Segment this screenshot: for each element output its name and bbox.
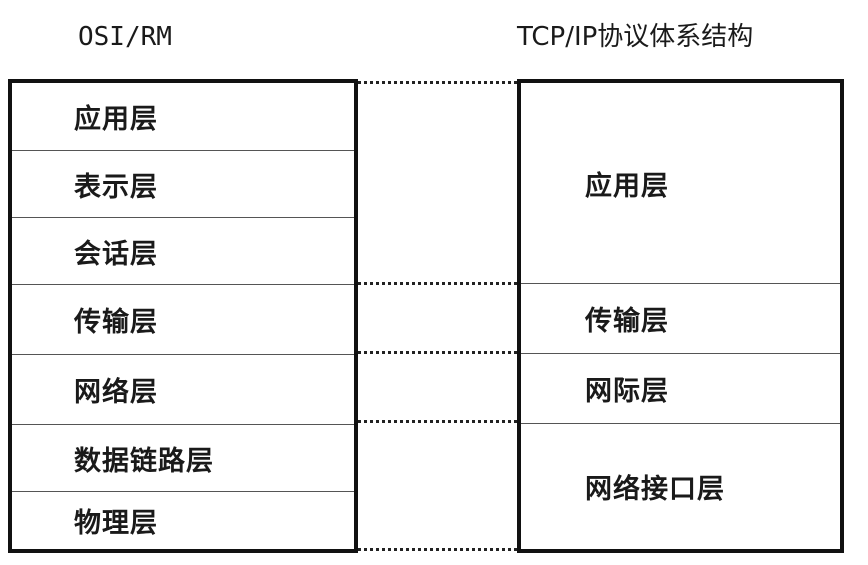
osi-layer-application: 应用层 (74, 104, 158, 135)
mapping-line-application (358, 282, 517, 285)
tcpip-layer-transport: 传输层 (521, 283, 840, 353)
tcpip-stack: 应用层 传输层 网际层 网络接口层 (517, 79, 844, 553)
mapping-line-top (358, 81, 517, 84)
osi-layer-physical: 物理层 (12, 491, 354, 549)
tcpip-layer-network-interface: 网络接口层 (521, 423, 840, 549)
osi-layer-session: 会话层 (12, 217, 354, 284)
osi-layer-transport: 传输层 (12, 284, 354, 354)
osi-layer-network: 网络层 (12, 354, 354, 424)
osi-layer-datalink: 数据链路层 (12, 424, 354, 491)
mapping-line-network (358, 420, 517, 423)
osi-layer-presentation: 表示层 (12, 150, 354, 217)
tcpip-layer-application: 应用层 (585, 170, 669, 202)
mapping-line-bottom (358, 548, 517, 551)
osi-stack: 应用层 表示层 会话层 传输层 网络层 数据链路层 物理层 (8, 79, 358, 553)
osi-title: OSI/RM (78, 22, 172, 52)
mapping-line-transport (358, 351, 517, 354)
tcpip-title: TCP/IP协议体系结构 (517, 22, 754, 52)
tcpip-layer-internet: 网际层 (521, 353, 840, 423)
